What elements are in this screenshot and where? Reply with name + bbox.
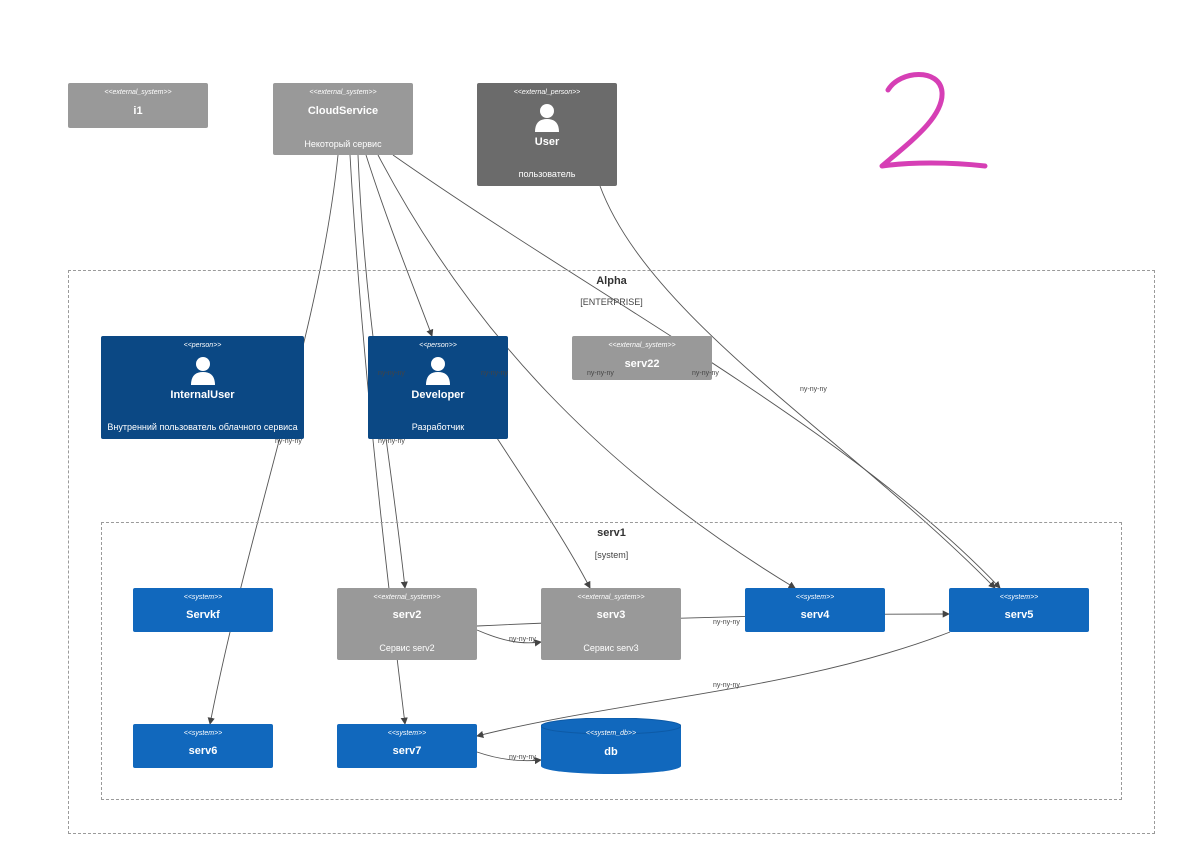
node-serv22[interactable]: <<external_system>> serv22 — [572, 336, 712, 380]
node-serv3[interactable]: <<external_system>> serv3 Сервис serv3 — [541, 588, 681, 660]
node-description: пользователь — [518, 169, 576, 179]
node-db[interactable]: <<system_db>> db — [541, 718, 681, 774]
node-stereotype: <<external_person>> — [513, 89, 581, 96]
serv1-type: [system] — [594, 550, 629, 560]
node-serv2[interactable]: <<external_system>> serv2 Сервис serv2 — [337, 588, 477, 660]
node-stereotype: <<system>> — [183, 730, 223, 737]
node-name: serv5 — [1004, 609, 1034, 621]
node-stereotype: <<external_system>> — [309, 89, 377, 96]
node-serv5[interactable]: <<system>> serv5 — [949, 588, 1089, 632]
node-i1[interactable]: <<external_system>> i1 — [68, 83, 208, 128]
node-stereotype: <<system>> — [999, 594, 1039, 601]
edge-label: ny-ny-ny — [713, 682, 740, 689]
edge-label: ny-ny-ny — [275, 438, 302, 445]
edge-label: ny-ny-ny — [713, 619, 740, 626]
node-internaluser[interactable]: <<person>> InternalUser Внутренний польз… — [101, 336, 304, 439]
edge-cloud-serv4 — [377, 154, 796, 589]
node-stereotype: <<external_system>> — [577, 594, 645, 601]
node-stereotype: <<external_system>> — [104, 89, 172, 96]
node-name: CloudService — [307, 105, 379, 117]
node-name: serv4 — [800, 609, 830, 621]
edge-serv7-db — [476, 751, 542, 765]
node-serv4[interactable]: <<system>> serv4 — [745, 588, 885, 632]
node-name: serv3 — [596, 609, 626, 621]
node-cloudservice[interactable]: <<external_system>> CloudService Некотор… — [273, 83, 413, 155]
edge-label: ny-ny-ny — [509, 754, 536, 761]
node-serv6[interactable]: <<system>> serv6 — [133, 724, 273, 768]
node-name: serv6 — [188, 745, 218, 757]
node-name: User — [534, 136, 560, 148]
node-serv7[interactable]: <<system>> serv7 — [337, 724, 477, 768]
node-name: Developer — [411, 389, 465, 401]
node-description: Сервис serv3 — [583, 643, 639, 653]
node-name: serv22 — [624, 358, 660, 370]
alpha-boundary: Alpha [ENTERPRISE] — [68, 270, 1155, 834]
node-developer[interactable]: <<person>> Developer Разработчик — [368, 336, 508, 439]
edge-serv5-serv7 — [476, 631, 951, 738]
node-name: serv2 — [392, 609, 422, 621]
edge-cloud-serv5 — [392, 154, 1001, 589]
node-stereotype: <<system>> — [387, 730, 427, 737]
node-user[interactable]: <<external_person>> User пользователь — [477, 83, 617, 186]
serv1-title: serv1 — [597, 527, 626, 539]
node-stereotype: <<external_system>> — [608, 342, 676, 349]
node-description: Сервис serv2 — [379, 643, 435, 653]
node-stereotype: <<system>> — [795, 594, 835, 601]
node-stereotype: <<system>> — [183, 594, 223, 601]
alpha-type: [ENTERPRISE] — [580, 297, 643, 307]
node-description: Некоторый сервис — [304, 139, 382, 149]
handwritten-2-annotation — [879, 72, 988, 169]
node-stereotype: <<person>> — [183, 342, 222, 349]
node-servkf[interactable]: <<system>> Servkf — [133, 588, 273, 632]
edge-label: ny-ny-ny — [587, 370, 614, 377]
person-icon — [426, 357, 450, 385]
node-name: db — [604, 746, 618, 758]
database-cylinder-icon — [541, 718, 681, 774]
node-stereotype: <<external_system>> — [373, 594, 441, 601]
edge-label: ny-ny-ny — [378, 438, 405, 445]
edge-label: ny-ny-ny — [509, 636, 536, 643]
edge-label: ny-ny-ny — [481, 370, 508, 377]
serv1-boundary: serv1 [system] — [101, 522, 1122, 800]
node-stereotype: <<system_db>> — [585, 730, 637, 737]
person-icon — [535, 104, 559, 132]
node-name: Servkf — [186, 609, 220, 621]
edge-cloud-developer — [365, 154, 434, 337]
alpha-title: Alpha — [596, 275, 627, 287]
edge-label: ny-ny-ny — [692, 370, 719, 377]
edge-serv2-serv3 — [476, 629, 542, 647]
person-icon — [190, 357, 215, 385]
edge-label: ny-ny-ny — [378, 370, 405, 377]
edge-user-serv5 — [599, 185, 996, 589]
node-description: Разработчик — [411, 422, 465, 432]
node-name: i1 — [133, 105, 143, 117]
edge-label: ny-ny-ny — [800, 386, 827, 393]
node-name: InternalUser — [170, 389, 235, 401]
node-description: Внутренний пользователь облачного сервис… — [107, 422, 298, 432]
node-name: serv7 — [392, 745, 422, 757]
node-stereotype: <<person>> — [419, 342, 457, 349]
